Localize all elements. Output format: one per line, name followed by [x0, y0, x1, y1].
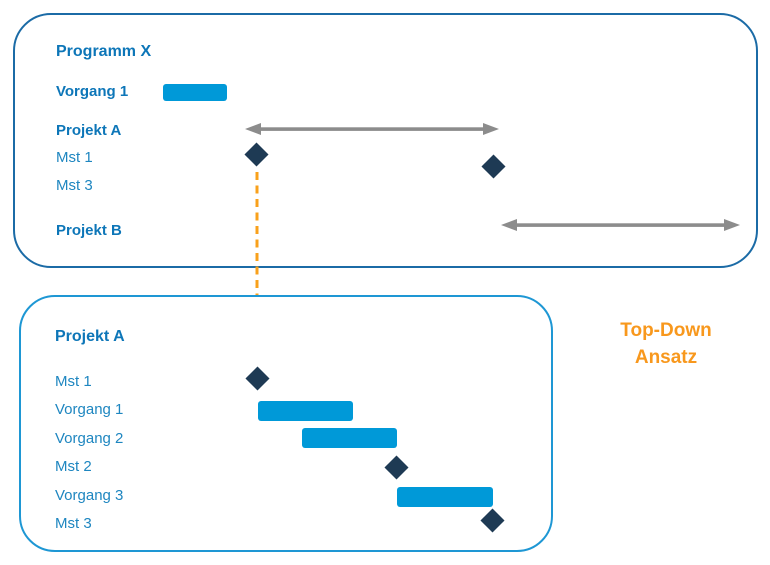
program-vorgang-1-task-bar	[163, 84, 227, 101]
project-vorgang-1-task-bar	[258, 401, 353, 421]
project-vorgang-3-task-bar	[397, 487, 493, 507]
row-label-project-mst-2: Mst 2	[55, 458, 92, 475]
row-label-project-mst-1: Mst 1	[55, 373, 92, 390]
project-box	[19, 295, 553, 552]
program-box-title: Programm X	[56, 43, 152, 60]
row-label-program-mst-3: Mst 3	[56, 177, 93, 194]
project-vorgang-2-task-bar	[302, 428, 397, 448]
top-down-ansatz-line2: Ansatz	[634, 347, 698, 368]
row-label-program-projekt-b: Projekt B	[56, 222, 122, 239]
projekt-b-timespan-double-arrow-icon	[501, 219, 740, 231]
row-label-program-projekt-a: Projekt A	[56, 122, 122, 139]
row-label-program-mst-1: Mst 1	[56, 149, 93, 166]
row-label-project-mst-3: Mst 3	[55, 515, 92, 532]
row-label-project-vorgang-3: Vorgang 3	[55, 487, 124, 504]
project-box-title: Projekt A	[55, 328, 125, 345]
row-label-project-vorgang-2: Vorgang 2	[55, 430, 124, 447]
top-down-ansatz-label: Top-Down Ansatz	[592, 317, 740, 371]
row-label-project-vorgang-1: Vorgang 1	[55, 401, 124, 418]
projekt-a-timespan-double-arrow-icon	[245, 123, 499, 135]
top-down-ansatz-line1: Top-Down	[620, 320, 712, 341]
row-label-program-vorgang-1: Vorgang 1	[56, 83, 129, 100]
